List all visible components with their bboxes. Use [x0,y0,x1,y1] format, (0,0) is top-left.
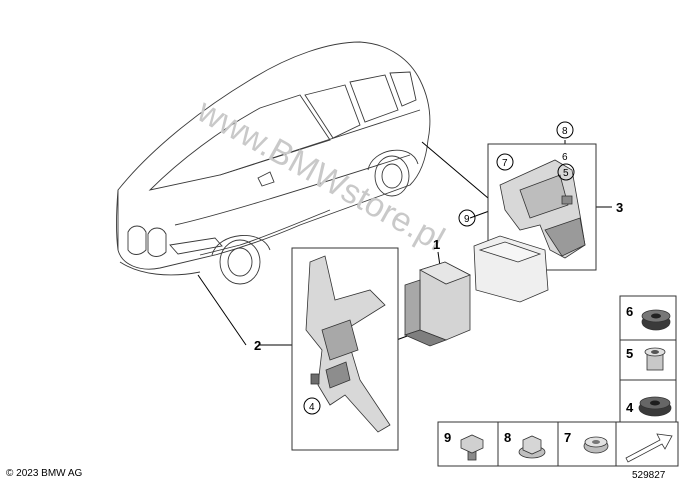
svg-text:9: 9 [464,214,470,225]
circled-callout-9: 9 [458,209,476,227]
module-housing [473,235,549,303]
callout-2: 2 [254,338,261,353]
legend-box-9: 9 [437,421,499,467]
callout-3: 3 [616,200,623,215]
svg-text:7: 7 [502,158,508,169]
svg-text:4: 4 [309,402,315,413]
svg-text:9: 9 [444,430,451,445]
callout-1: 1 [433,237,440,252]
legend-box-7: 7 [557,421,617,467]
copyright-text: © 2023 BMW AG [6,468,83,479]
legend-box-6: 6 [619,295,677,343]
control-module-1 [403,261,471,347]
watermark: www.BMWstore.pl [190,91,451,258]
arrow-icon [625,433,673,463]
svg-text:5: 5 [626,346,633,361]
circled-callout-8: 8 [556,121,574,139]
legend-box-4: 4 [619,379,677,425]
circled-callout-4: 4 [303,397,321,415]
legend-box-8: 8 [497,421,559,467]
svg-text:8: 8 [562,126,568,137]
circled-callout-7: 7 [496,153,514,171]
svg-text:4: 4 [626,400,634,415]
vehicle-illustration [116,41,431,285]
callout-6-upper: 6 [562,152,568,163]
diagram-number: 529827 [632,470,666,481]
bracket-box-3 [487,143,597,271]
bracket-box-2 [291,247,399,451]
svg-text:6: 6 [626,304,633,319]
svg-text:5: 5 [563,168,569,179]
legend-box-5: 5 [619,339,677,383]
circled-callout-5: 5 [557,163,575,181]
legend-box-arrow [615,421,679,467]
svg-text:8: 8 [504,430,511,445]
svg-text:7: 7 [564,430,571,445]
